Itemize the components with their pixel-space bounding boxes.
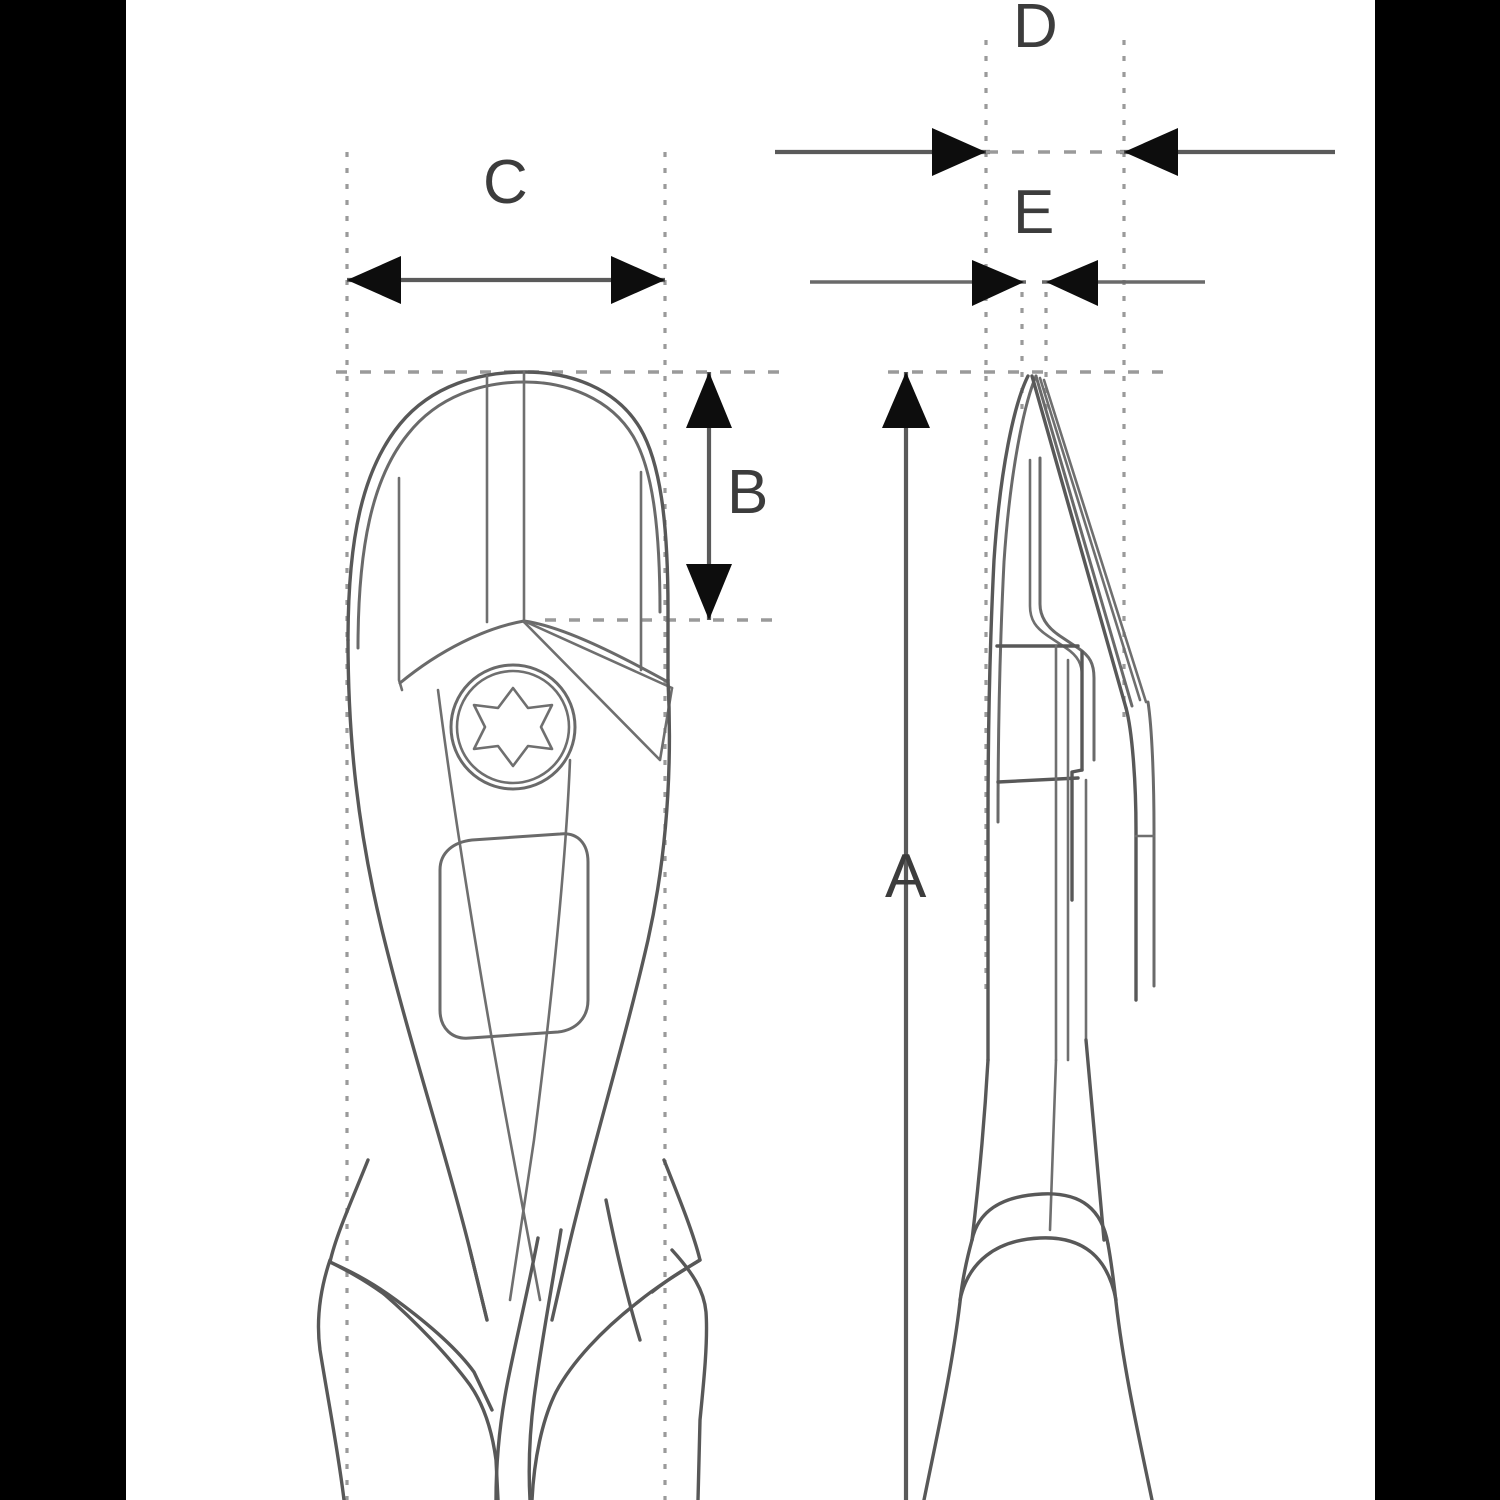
bevel-edge-right [522, 619, 674, 690]
letterbox-bar-right [1375, 0, 1500, 1500]
arrowhead-b-bottom [686, 564, 732, 620]
side-body-left [970, 1058, 990, 1242]
front-view-group [316, 152, 784, 1500]
side-grip-lower-arc [958, 1236, 1118, 1302]
handle-left-outer [316, 1258, 346, 1500]
side-blade-tip-tail-outer [1146, 700, 1156, 988]
side-jaw-left-outline [986, 374, 1030, 1062]
torx-screw-icon [449, 663, 577, 791]
handle-left-inner-fork [328, 1158, 494, 1412]
fork-right-inner-edge [527, 1228, 563, 1500]
side-joint-bottom [996, 776, 1080, 784]
side-body-right [1084, 1038, 1106, 1242]
body-left-contour [346, 638, 489, 1322]
side-handle-left-contour [922, 1238, 974, 1500]
torx-star-recess [472, 686, 554, 768]
arrowhead-d-left [932, 128, 986, 176]
arrowhead-d-right [1124, 128, 1178, 176]
side-blade-edge-1 [1030, 374, 1128, 710]
dimension-label-a: A [885, 842, 927, 911]
side-grip-upper-arc [970, 1192, 1110, 1246]
dimension-c-group [347, 256, 665, 304]
side-body-seam [1048, 1058, 1058, 1232]
arrowhead-c-left [347, 256, 401, 304]
arrowhead-b-top [686, 372, 732, 428]
arrowhead-a-top [882, 372, 930, 428]
dimension-d-group [775, 128, 1335, 176]
side-jaw-spine-outer [1038, 456, 1096, 762]
handle-right-notch [650, 1258, 702, 1294]
handle-left-notch [328, 1260, 386, 1296]
pivot-screw-inner-circle [455, 669, 571, 785]
dimension-b-group [686, 372, 732, 620]
jaw-left-face [397, 476, 404, 692]
handle-right-inner-fork [530, 1158, 702, 1500]
arrowhead-e-left [972, 260, 1024, 306]
arrowhead-c-right [611, 256, 665, 304]
dimension-a-group [882, 372, 930, 1500]
side-view-group [888, 40, 1170, 1500]
fork-right-trace [604, 1198, 642, 1342]
body-seam-left [436, 688, 542, 1302]
dimension-label-e: E [1013, 178, 1055, 247]
dimension-label-b: B [727, 458, 769, 527]
body-right-contour [550, 678, 672, 1322]
body-seam-right [508, 758, 572, 1302]
handle-split-left-upper [468, 1248, 489, 1322]
arrowhead-e-right [1046, 260, 1098, 306]
side-blade-edge-3 [1038, 376, 1142, 702]
side-blade-edge-2 [1034, 374, 1134, 708]
side-jaw-left-inner [996, 374, 1038, 824]
dimension-label-c: C [483, 148, 528, 217]
handle-right-outer [670, 1248, 709, 1500]
handle-grip-cutout [438, 832, 590, 1040]
letterbox-bar-left [0, 0, 126, 1500]
dimension-label-d: D [1013, 0, 1058, 61]
side-handle-right-contour [1106, 1242, 1154, 1500]
fork-left-blade [382, 1292, 500, 1500]
fork-left-inner-edge [494, 1236, 540, 1500]
dimension-e-group [810, 260, 1205, 306]
side-blade-tip-tail [1124, 706, 1138, 1002]
side-joint-step [1070, 768, 1084, 902]
side-blade-edge-4 [1042, 378, 1148, 704]
pivot-screw-outer-circle [449, 663, 577, 791]
